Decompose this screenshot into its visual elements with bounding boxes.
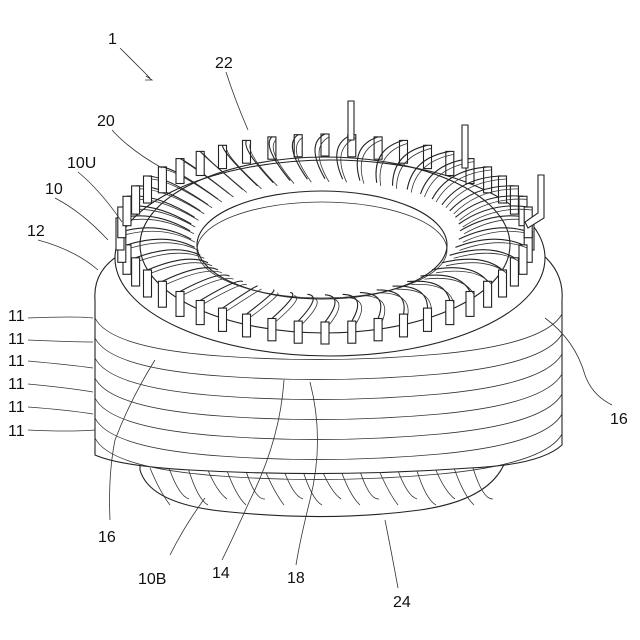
conductor-leg xyxy=(374,319,382,341)
conductor-leg xyxy=(123,196,131,225)
conductor-leg xyxy=(158,281,166,307)
conductor-leg xyxy=(268,319,276,341)
conductor-leg xyxy=(484,281,492,307)
conductor-leg xyxy=(268,137,276,159)
label-tooth: 14 xyxy=(212,565,230,582)
conductor-leg xyxy=(144,176,152,203)
conductor-leg xyxy=(294,321,302,343)
conductor-leg xyxy=(196,301,204,325)
label-figure-ref: 1 xyxy=(108,31,117,48)
label-lamination-1: 11 xyxy=(8,308,25,325)
label-lamination-2: 11 xyxy=(8,331,25,348)
label-coil: 20 xyxy=(97,113,115,130)
conductor-leg xyxy=(446,301,454,325)
conductor-leg xyxy=(176,159,184,184)
conductor-leg xyxy=(243,140,251,163)
label-upper-face: 10U xyxy=(67,155,96,172)
conductor-leg xyxy=(132,258,140,286)
label-yoke: 12 xyxy=(27,223,45,240)
conductor-leg xyxy=(321,322,329,344)
conductor-leg xyxy=(499,270,507,297)
conductor-leg xyxy=(294,135,302,157)
conductor-leg xyxy=(144,270,152,297)
label-lamination-3: 11 xyxy=(8,353,25,370)
conductor-leg xyxy=(510,258,518,286)
label-segment-conductor: 18 xyxy=(287,570,305,587)
conductor-leg xyxy=(424,308,432,331)
conductor-leg xyxy=(348,321,356,343)
label-coil-end-top: 22 xyxy=(215,55,233,72)
conductor-leg xyxy=(132,186,140,214)
conductor-leg xyxy=(158,167,166,193)
conductor-leg xyxy=(466,292,474,317)
label-lamination-4: 11 xyxy=(8,376,25,393)
label-slot-insulator-right: 16 xyxy=(610,411,628,428)
label-lamination-6: 11 xyxy=(8,423,25,440)
label-coil-end-bottom: 24 xyxy=(393,594,411,611)
conductor-leg xyxy=(400,314,408,337)
conductor-leg xyxy=(243,314,251,337)
conductor-leg xyxy=(219,145,227,168)
label-lamination-5: 11 xyxy=(8,399,25,416)
conductor-leg xyxy=(176,292,184,317)
conductor-leg xyxy=(219,308,227,331)
conductor-leg xyxy=(519,245,527,274)
label-core: 10 xyxy=(45,181,63,198)
label-bottom-face: 10B xyxy=(138,571,166,588)
label-slot-insulator-left: 16 xyxy=(98,529,116,546)
